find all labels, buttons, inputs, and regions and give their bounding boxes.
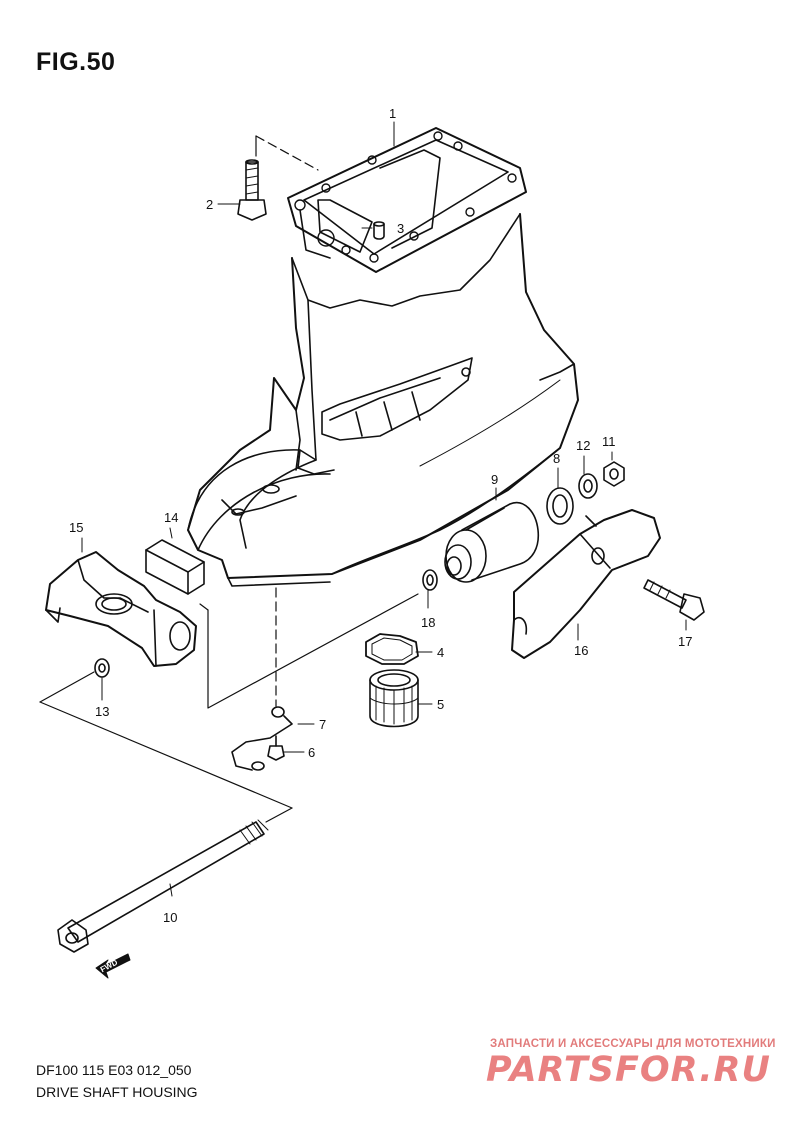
part-1-drive-shaft-housing [187,127,579,587]
part-14-mount-rubber [145,539,205,595]
part-3-dowel-pin [373,221,385,240]
callout-8: 8 [553,451,560,466]
part-13-washer [94,658,110,678]
callout-16: 16 [574,643,588,658]
callout-17: 17 [678,634,692,649]
callout-13: 13 [95,704,109,719]
callout-11: 11 [602,434,616,449]
callout-18: 18 [421,615,435,630]
figure-title: FIG.50 [36,48,116,76]
callout-15: 15 [69,520,83,535]
callout-6: 6 [308,745,315,760]
callout-1: 1 [389,106,396,121]
callout-3: 3 [397,221,404,236]
part-4-seal [365,633,419,665]
leader-line [255,135,319,171]
part-9-bush [444,501,540,583]
callout-7: 7 [319,717,326,732]
part-10-stud-bolt [57,819,269,953]
callout-10: 10 [163,910,177,925]
part-16-cover [511,509,661,659]
part-17-bolt [643,579,705,621]
callout-4: 4 [437,645,444,660]
part-12-washer [578,473,598,499]
part-18-washer [422,569,438,591]
callout-12: 12 [576,438,590,453]
callout-5: 5 [437,697,444,712]
part-5-bearing [369,669,419,728]
part-13-washer-hole [98,663,106,673]
watermark-logo: PARTSFOR.RU [486,1050,771,1090]
part-2-bolt [237,159,267,221]
callout-2: 2 [206,197,213,212]
part-15-clamp [45,551,197,667]
callout-leaders [81,121,687,897]
callout-9: 9 [491,472,498,487]
part-11-nut [603,461,625,487]
part-7-ground-wire [231,706,293,771]
forward-arrow-icon [95,953,131,979]
watermark-subtitle: ЗАПЧАСТИ И АКСЕССУАРЫ ДЛЯ МОТОТЕХНИКИ [490,1038,776,1050]
figure-name: DRIVE SHAFT HOUSING [36,1084,198,1100]
part-6-screw [267,735,285,761]
callout-14: 14 [164,510,178,525]
assembly-lines [39,587,419,823]
part-8-washer [546,487,574,525]
figure-model-code: DF100 115 E03 012_050 [36,1062,192,1078]
